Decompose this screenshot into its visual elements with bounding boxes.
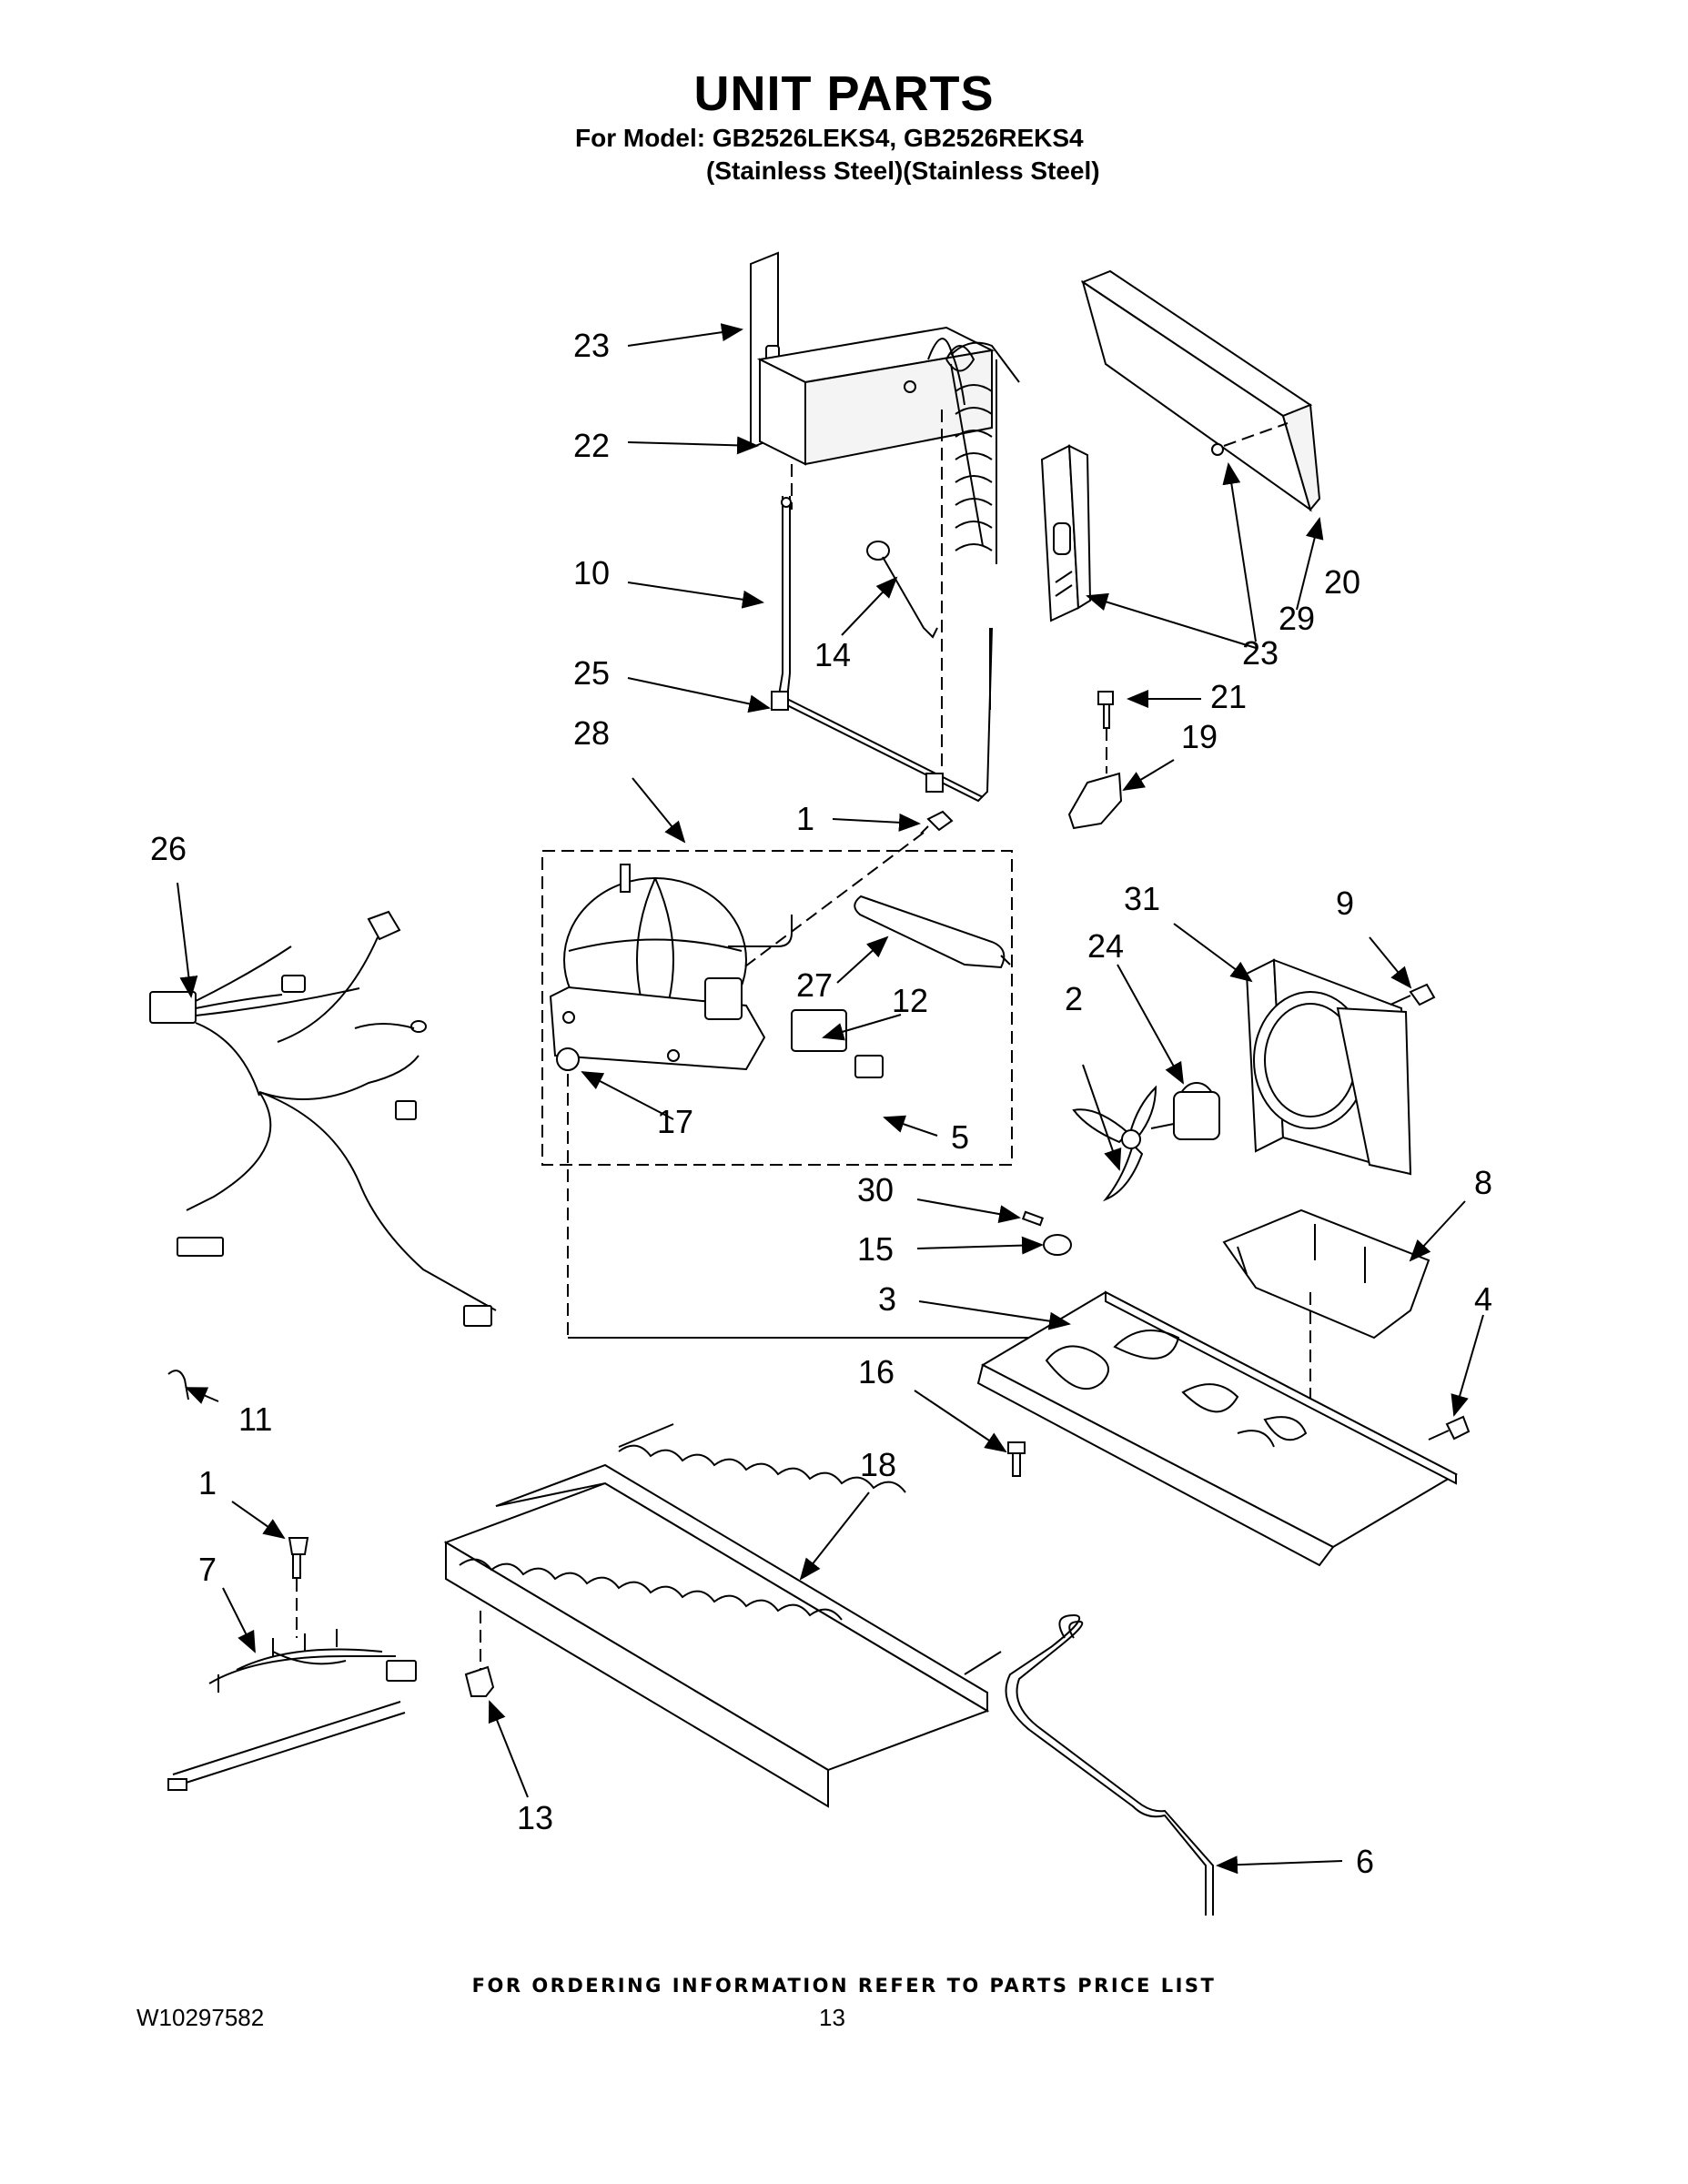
callout-30: 30 xyxy=(857,1171,894,1208)
callout-13: 13 xyxy=(517,1799,553,1836)
evaporator xyxy=(750,251,1020,783)
callout-1-bottom: 1 xyxy=(198,1464,217,1502)
callout-12: 12 xyxy=(892,982,928,1019)
callout-8: 8 xyxy=(1474,1164,1492,1201)
callout-23-right: 23 xyxy=(1242,634,1279,672)
callout-3: 3 xyxy=(878,1280,896,1318)
callout-14: 14 xyxy=(814,636,851,673)
power-cord-harness xyxy=(167,1537,417,1791)
page-number: 13 xyxy=(819,2004,845,2031)
callout-11: 11 xyxy=(238,1400,272,1438)
document-id: W10297582 xyxy=(136,2004,265,2031)
evaporator-bracket xyxy=(1040,444,1092,622)
callout-28: 28 xyxy=(573,714,610,752)
callout-19: 19 xyxy=(1181,718,1218,755)
callout-2: 2 xyxy=(1065,980,1083,1017)
leader-lines xyxy=(177,323,1484,1875)
callout-5: 5 xyxy=(951,1118,969,1156)
defrost-thermostat xyxy=(866,541,938,639)
compressor-assembly xyxy=(541,810,1069,1339)
callout-labels: 1 1 2 3 4 5 6 7 8 9 10 11 12 13 14 15 16… xyxy=(150,327,1492,1880)
clip xyxy=(167,1370,189,1400)
callout-20: 20 xyxy=(1324,563,1360,601)
drain-tube xyxy=(1005,1613,1214,1916)
evaporator-cover xyxy=(1080,269,1321,512)
base-plate xyxy=(976,1210,1471,1567)
callout-18: 18 xyxy=(860,1446,896,1483)
callout-31: 31 xyxy=(1124,880,1160,917)
callout-21: 21 xyxy=(1210,678,1247,715)
callout-10: 10 xyxy=(573,554,610,592)
condenser-fan-assembly xyxy=(1072,958,1436,1202)
screw-and-bracket xyxy=(1067,691,1123,830)
callout-24: 24 xyxy=(1087,927,1124,965)
callout-23-top: 23 xyxy=(573,327,610,364)
callout-6: 6 xyxy=(1356,1843,1374,1880)
model-finish: (Stainless Steel)(Stainless Steel) xyxy=(706,157,1100,185)
callout-7: 7 xyxy=(198,1551,217,1588)
callout-17: 17 xyxy=(657,1103,693,1140)
wire-harness xyxy=(149,910,497,1327)
callout-26: 26 xyxy=(150,830,187,867)
defrost-heater xyxy=(771,496,993,803)
callout-9: 9 xyxy=(1336,885,1354,922)
callout-25: 25 xyxy=(573,654,610,692)
condenser xyxy=(443,1423,1002,1808)
callout-29: 29 xyxy=(1279,600,1315,637)
callout-15: 15 xyxy=(857,1230,894,1268)
callout-4: 4 xyxy=(1474,1280,1492,1318)
page-title: UNIT PARTS xyxy=(693,66,995,121)
ordering-note: FOR ORDERING INFORMATION REFER TO PARTS … xyxy=(471,1975,1217,1997)
callout-22: 22 xyxy=(573,427,610,464)
callout-27: 27 xyxy=(796,966,833,1004)
callout-1-top: 1 xyxy=(796,800,814,837)
model-numbers: For Model: GB2526LEKS4, GB2526REKS4 xyxy=(575,124,1084,152)
callout-16: 16 xyxy=(858,1353,895,1390)
